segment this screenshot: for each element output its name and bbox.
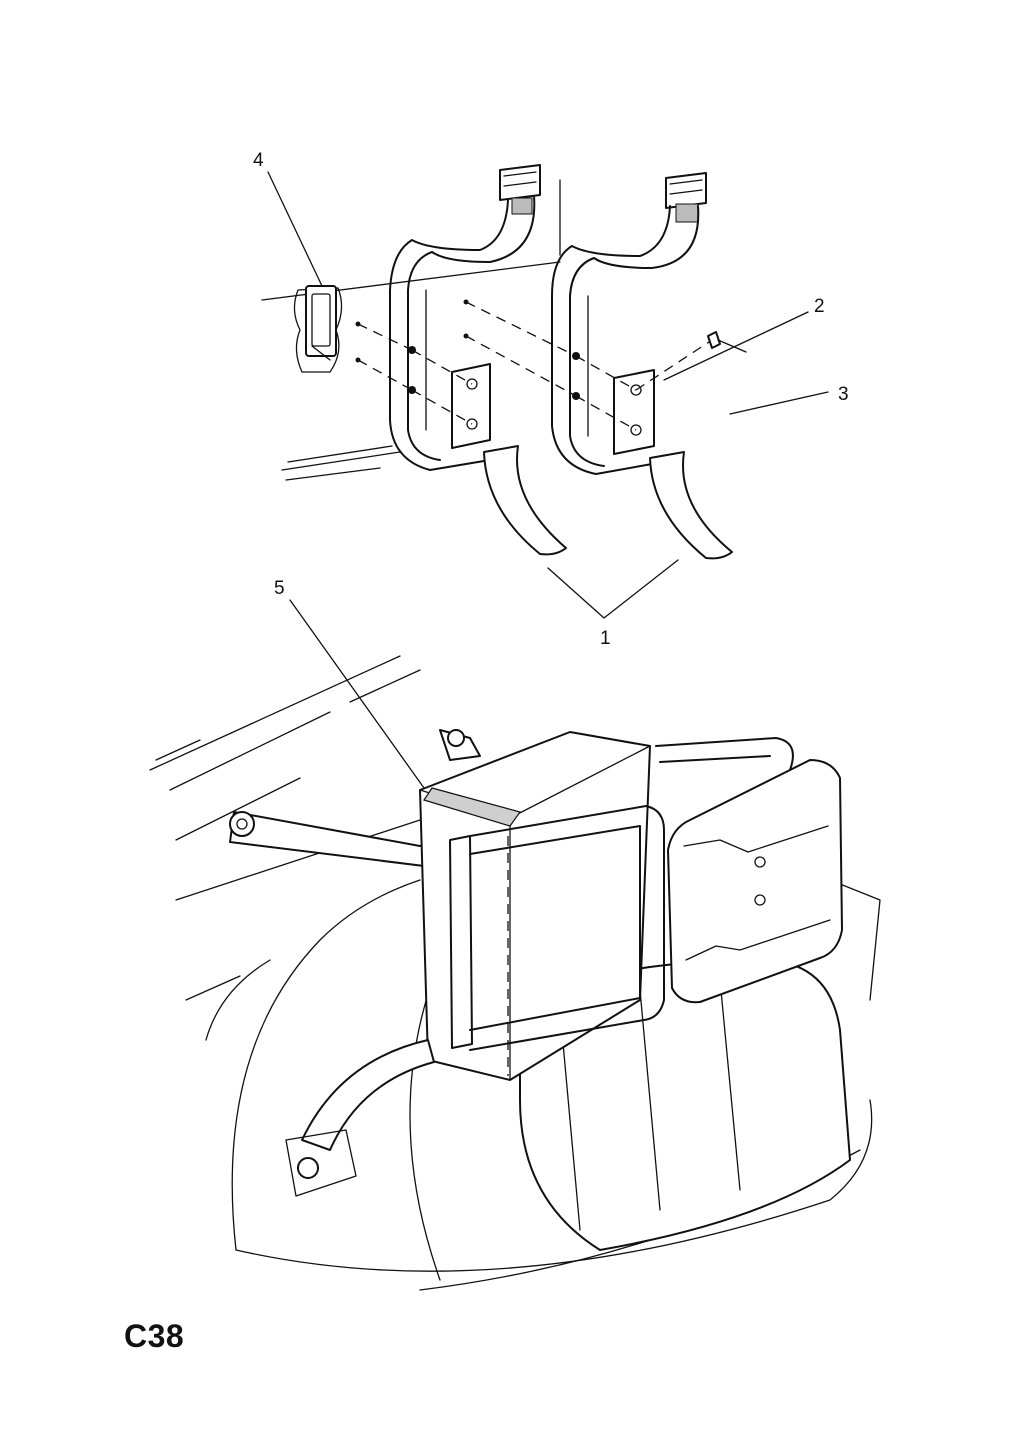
callout-leaders: [267, 171, 829, 789]
strap-left: [389, 164, 567, 556]
side-panel: [667, 759, 843, 1004]
retaining-clip: [293, 285, 343, 373]
vehicle-body-assembly: [149, 655, 881, 1291]
page-code: C38: [124, 1318, 185, 1354]
callout-4: 4: [253, 150, 264, 171]
screw: [707, 331, 747, 353]
strap-right: [551, 172, 733, 560]
strap-assembly: [261, 164, 747, 560]
callout-1: 1: [600, 628, 611, 649]
callout-3: 3: [838, 384, 849, 405]
callout-5: 5: [274, 578, 285, 599]
callout-2: 2: [814, 296, 825, 317]
